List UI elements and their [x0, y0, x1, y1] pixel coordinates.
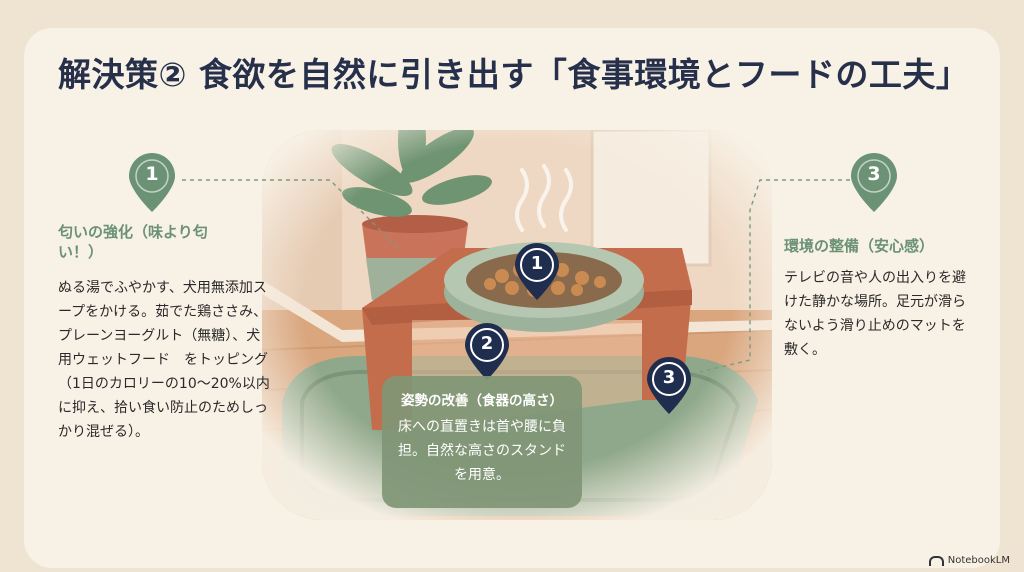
brand-watermark: NotebookLM — [928, 555, 1010, 566]
notebooklm-logo-icon — [928, 555, 944, 566]
bowl-marker-1-number: 1 — [530, 253, 544, 274]
stand-marker-2-number: 2 — [480, 333, 494, 354]
section-3-body: テレビの音や人の出入りを避けた静かな場所。足元が滑らないよう滑り止めのマットを敷… — [784, 270, 966, 359]
section-2-heading: 姿勢の改善（食器の高さ） — [401, 393, 563, 409]
mat-marker-3-number: 3 — [662, 367, 676, 388]
section-1-marker-icon: 1 — [126, 150, 178, 214]
brand-label: NotebookLM — [947, 555, 1010, 566]
slide-title: 解決策② 食欲を自然に引き出す「食事環境とフードの工夫」 — [58, 55, 970, 94]
section-1-heading: 匂いの強化（味より匂い！） — [58, 223, 208, 262]
mat-marker-3-icon: 3 — [644, 354, 694, 416]
section-2-callout-box: 姿勢の改善（食器の高さ） 床への直置きは首や腰に負担。自然な高さのスタンドを用意… — [382, 376, 582, 508]
bowl-marker-1-icon: 1 — [512, 240, 562, 302]
section-1-body: ぬる湯でふやかす、犬用無添加スープをかける。茹でた鶏ささみ、プレーンヨーグルト（… — [58, 280, 270, 441]
section-1-number: 1 — [145, 163, 159, 185]
section-3-number: 3 — [867, 163, 881, 185]
section-3-marker-icon: 3 — [848, 150, 900, 214]
section-3-heading: 環境の整備（安心感） — [784, 237, 935, 255]
stand-marker-2-icon: 2 — [462, 320, 512, 382]
section-2-body: 床への直置きは首や腰に負担。自然な高さのスタンドを用意。 — [398, 419, 566, 483]
